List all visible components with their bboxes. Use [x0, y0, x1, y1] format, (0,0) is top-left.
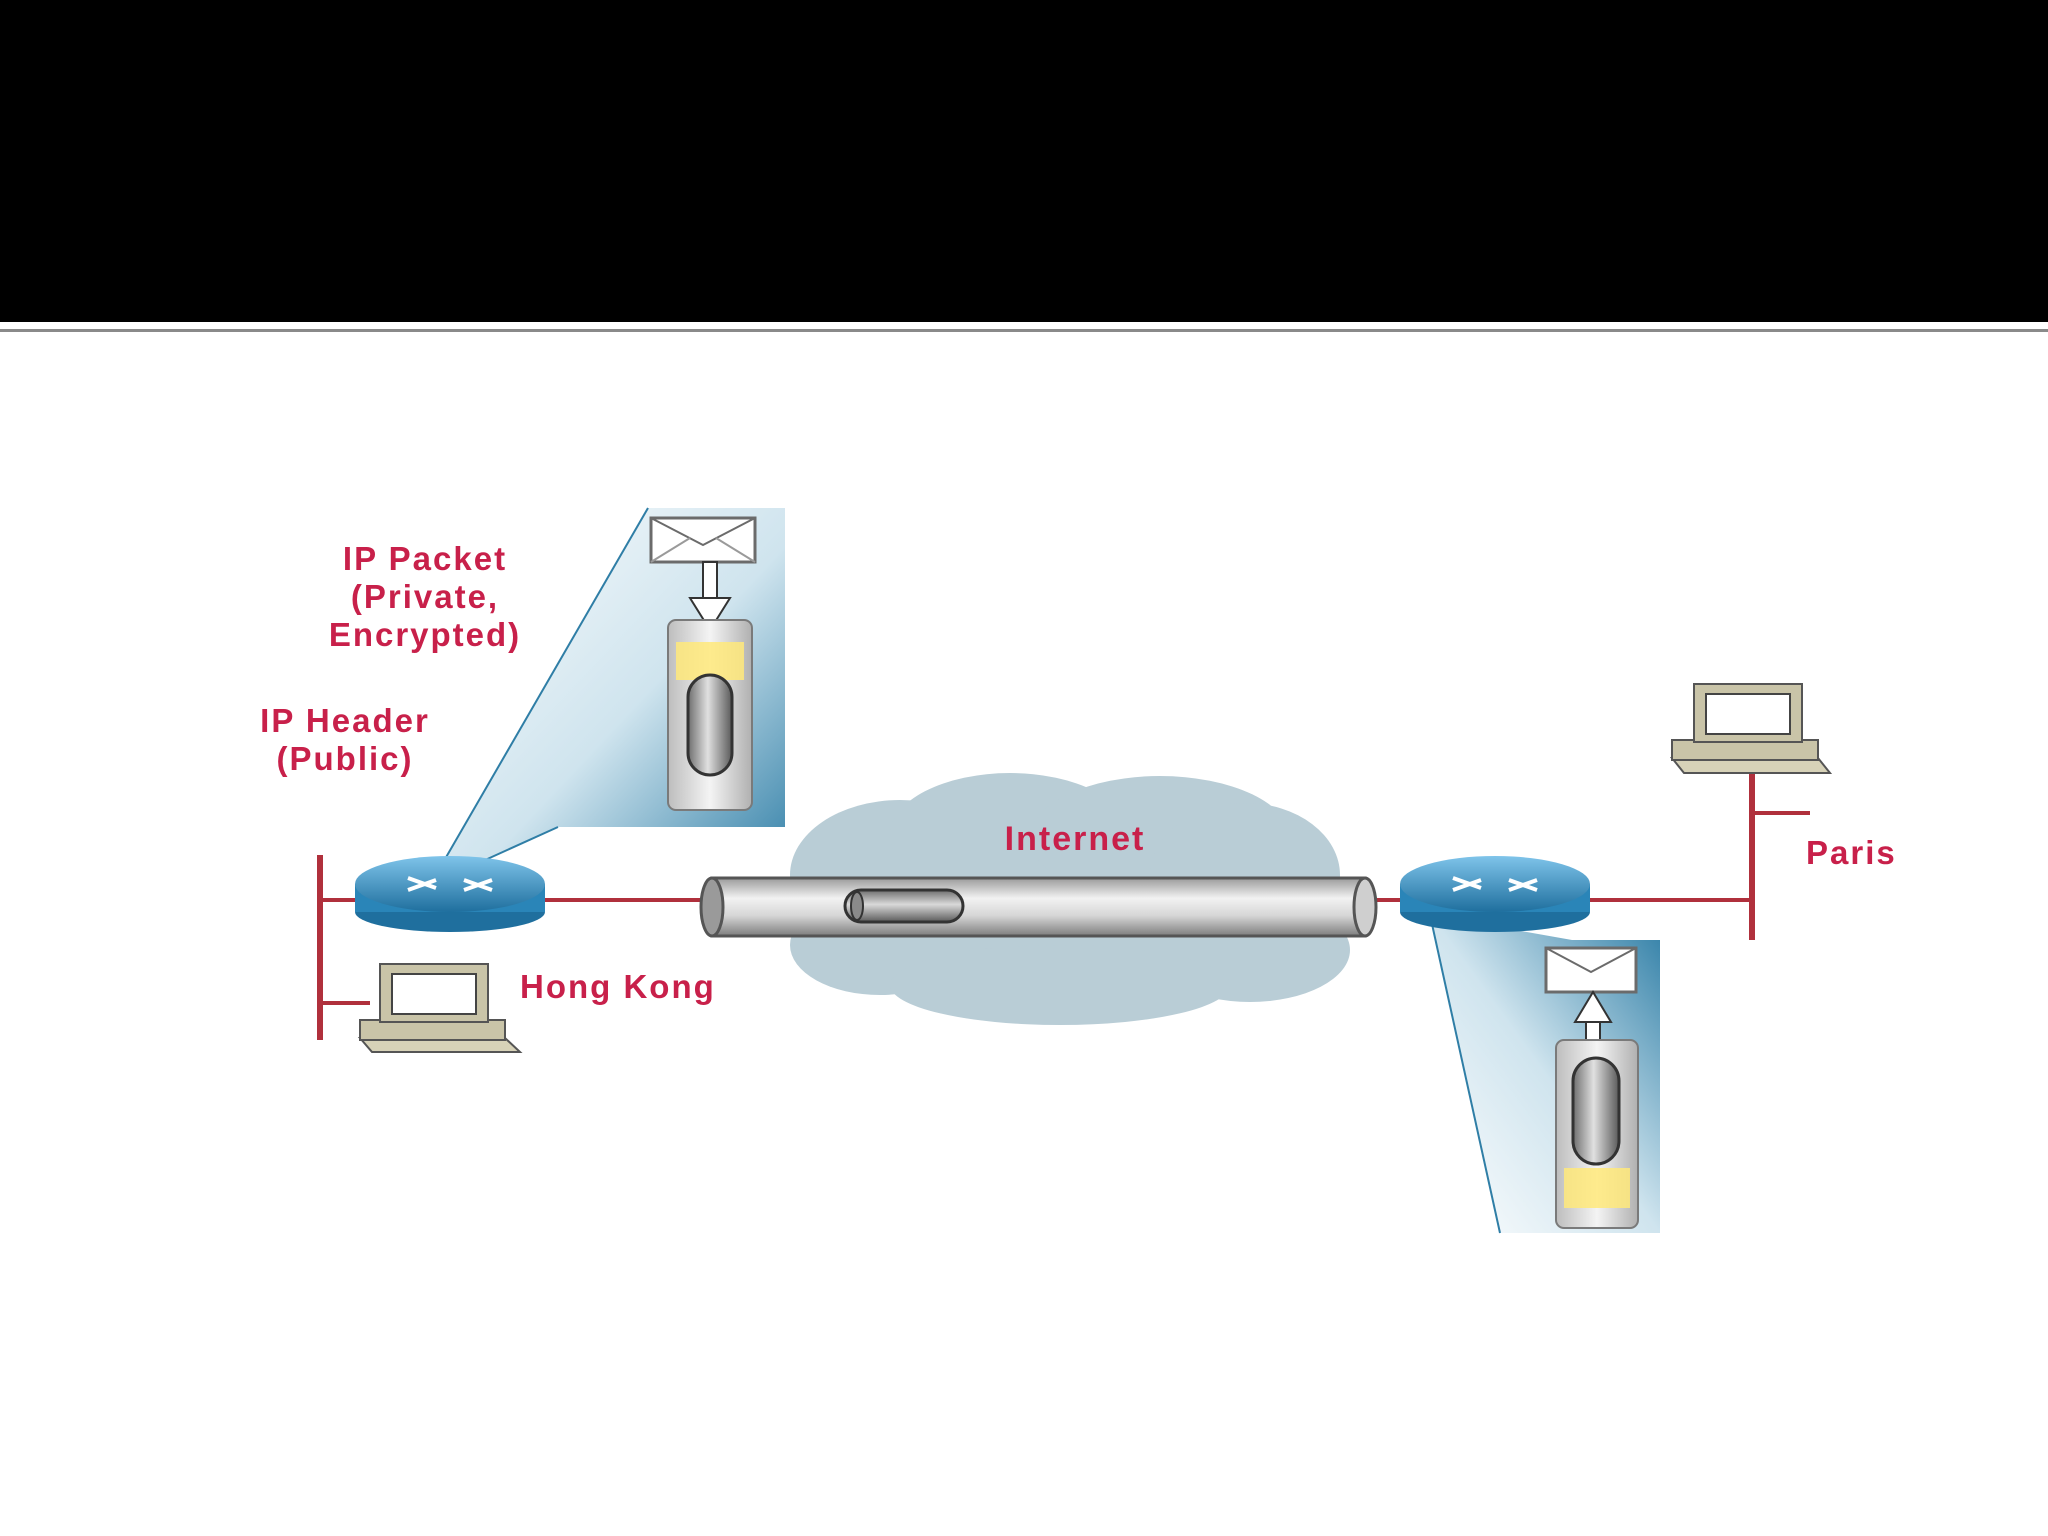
paris-label: Paris — [1806, 834, 1936, 872]
vpn-tunnel-icon — [701, 878, 1376, 936]
envelope-icon — [651, 518, 755, 562]
ip-packet-label-line3: Encrypted) — [290, 616, 560, 654]
paris-router-icon — [1400, 856, 1590, 932]
encryption-sleeve-icon — [1556, 1040, 1638, 1228]
encryption-sleeve-icon — [668, 620, 752, 810]
envelope-icon — [1546, 948, 1636, 992]
encrypted-packet-icon — [845, 890, 963, 922]
internet-label: Internet — [960, 820, 1190, 858]
ip-header-label: IP Header (Public) — [215, 702, 475, 778]
ip-packet-label: IP Packet (Private, Encrypted) — [290, 540, 560, 654]
paris-computer-icon — [1672, 684, 1830, 773]
paris-callout-panel — [1430, 915, 1660, 1233]
hong-kong-router-icon — [355, 856, 545, 932]
ip-packet-label-line1: IP Packet — [290, 540, 560, 578]
ip-header-label-line1: IP Header — [215, 702, 475, 740]
hong-kong-computer-icon — [360, 964, 520, 1052]
ip-header-label-line2: (Public) — [215, 740, 475, 778]
ip-packet-label-line2: (Private, — [290, 578, 560, 616]
hong-kong-label: Hong Kong — [520, 968, 800, 1006]
